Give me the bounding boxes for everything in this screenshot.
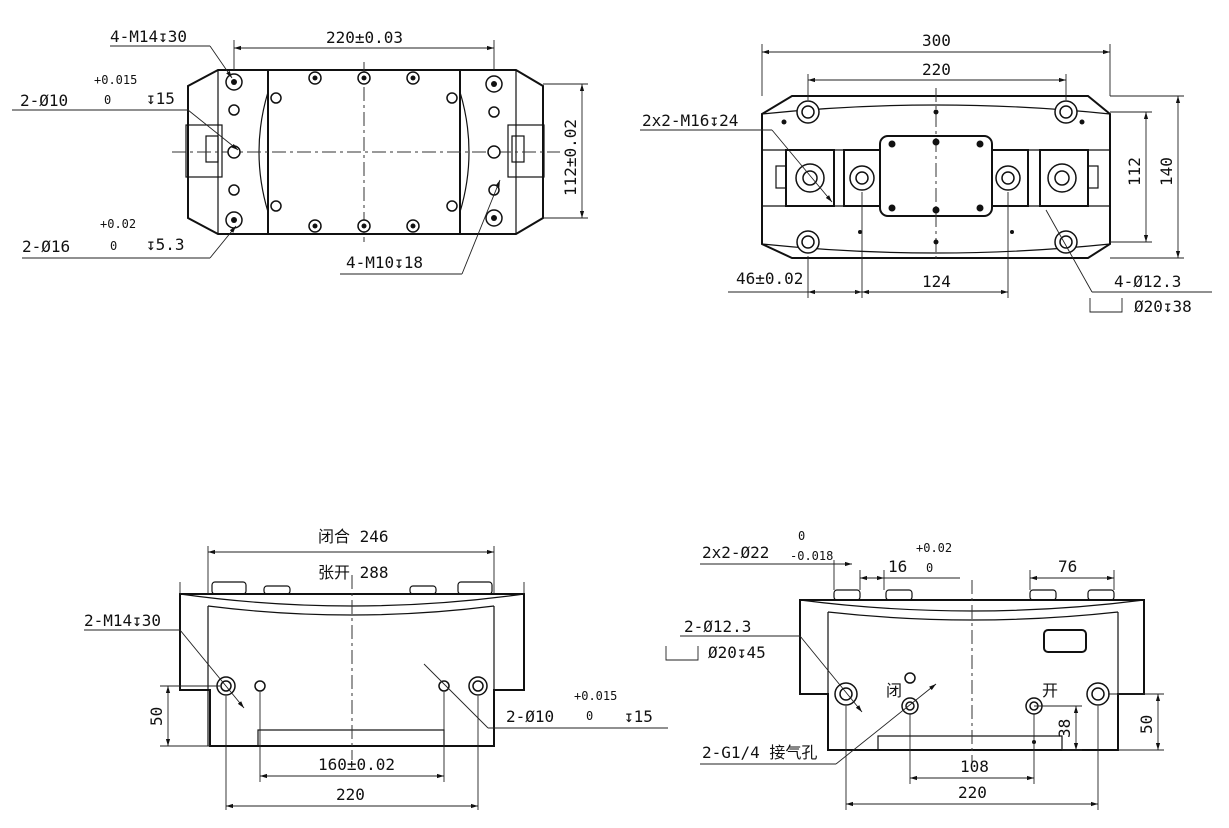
top-view-d16-tol-lower: 0	[110, 239, 117, 253]
side-view-d22-callout: 2x2-Ø22	[702, 543, 769, 562]
top-view-right-jaw-curve	[459, 91, 470, 213]
side-view-d22-tol-upper: 0	[798, 529, 805, 543]
side-view-dim-108: 108	[960, 757, 989, 776]
top-view-m10-callout: 4-M10↧18	[346, 253, 423, 272]
side-view-g14-callout: 2-G1/4 接气孔	[702, 743, 817, 762]
tr-view-cbore-callout: Ø20↧38	[1134, 297, 1192, 316]
side-view-label-closed: 闭	[886, 681, 902, 700]
tr-view-holes	[781, 100, 1085, 254]
front-view-d10-tol-upper: +0.015	[574, 689, 617, 703]
front-view-d10-callout: 2-Ø10	[506, 707, 554, 726]
top-view-left-clamp	[185, 124, 223, 178]
top-view-d16-depth: ↧5.3	[146, 235, 185, 254]
side-view-cbore-callout: Ø20↧45	[708, 643, 766, 662]
side-view-d22-tol-lower: -0.018	[790, 549, 833, 563]
tr-view-dim-124: 124	[922, 272, 951, 291]
top-view: 220±0.03 112±0.02 4-M14↧30 2-Ø10 +0.015 …	[12, 27, 588, 275]
front-view-d10-depth: ↧15	[624, 707, 653, 726]
top-view-d10-depth: ↧15	[146, 89, 175, 108]
front-view-dim-160: 160±0.02	[318, 755, 395, 774]
side-view-d12-callout: 2-Ø12.3	[684, 617, 751, 636]
tr-view-d12-callout: 4-Ø12.3	[1114, 272, 1181, 291]
tr-view-m16-callout: 2x2-M16↧24	[642, 111, 738, 130]
top-view-height-dim: 112±0.02	[561, 119, 580, 196]
top-view-m14-callout: 4-M14↧30	[110, 27, 187, 46]
top-right-view: 300 220 112 140 46±0.02 124 2x2-M16↧24 4…	[640, 31, 1212, 316]
front-view-dim-open: 张开 288	[318, 563, 389, 582]
side-view-dim-16-tol-upper: +0.02	[916, 541, 952, 555]
tr-view-dim-46: 46±0.02	[736, 269, 803, 288]
top-view-right-pin	[511, 135, 525, 163]
side-view-dim-38: 38	[1055, 719, 1074, 738]
side-view-base	[877, 735, 1063, 751]
top-view-d10-tol-lower: 0	[104, 93, 111, 107]
top-view-right-clamp	[507, 124, 545, 178]
side-view-dim-220: 220	[958, 783, 987, 802]
tr-view-dim-300: 300	[922, 31, 951, 50]
top-view-d16-tol-upper: +0.02	[100, 217, 136, 231]
front-view-dim-220: 220	[336, 785, 365, 804]
tr-view-dim-140: 140	[1157, 157, 1176, 186]
side-view-dim-76: 76	[1058, 557, 1077, 576]
tr-view-dim-220: 220	[922, 60, 951, 79]
front-view-d10-tol-lower: 0	[586, 709, 593, 723]
tr-view-dim-112: 112	[1125, 157, 1144, 186]
front-view-base	[257, 729, 445, 747]
front-view-m14-callout: 2-M14↧30	[84, 611, 161, 630]
top-view-width-dim: 220±0.03	[326, 28, 403, 47]
side-view-dim-16-tol-lower: 0	[926, 561, 933, 575]
side-view-window	[1043, 629, 1087, 653]
tr-view-outline	[761, 95, 1111, 259]
side-view-label-open: 开	[1042, 681, 1058, 700]
top-view-left-pin	[205, 135, 219, 163]
front-view-outline	[179, 593, 525, 747]
side-view-dim-16: 16	[888, 557, 907, 576]
side-view: 闭 开 2x2-Ø22 0 -0.018 16 +0.02 0 76 2-Ø12…	[665, 529, 1164, 810]
top-view-d10-callout: 2-Ø10	[20, 91, 68, 110]
side-view-dim-50: 50	[1137, 715, 1156, 734]
tr-view-jaw-3	[991, 149, 1029, 207]
top-view-d10-tol-upper: +0.015	[94, 73, 137, 87]
front-view-dim-50: 50	[147, 707, 166, 726]
top-view-holes	[225, 71, 503, 233]
top-view-d16-callout: 2-Ø16	[22, 237, 70, 256]
front-view-dim-closed: 闭合 246	[318, 527, 389, 546]
front-view: 闭合 246 张开 288 50 160±0.02 220 2-M14↧30 2…	[84, 527, 668, 810]
